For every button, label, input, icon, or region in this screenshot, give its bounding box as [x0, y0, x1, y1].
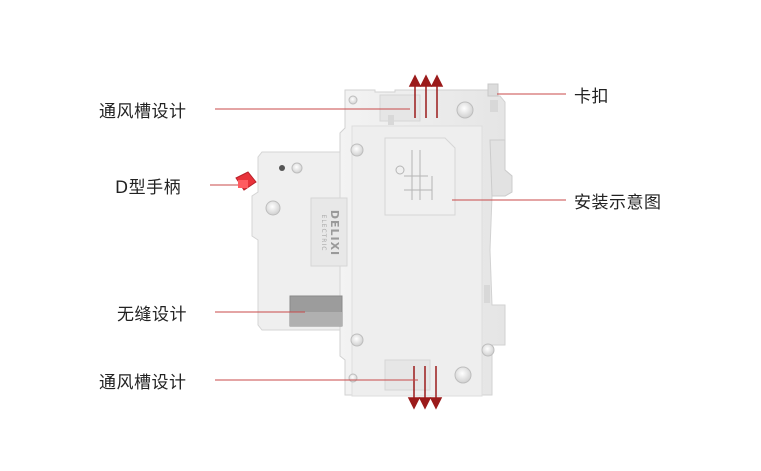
vent-label-top: 通风槽设计 — [99, 102, 187, 122]
installation-diagram-icon — [384, 137, 456, 216]
installation-diagram-label: 安装示意图 — [574, 193, 662, 213]
leader-lines — [210, 93, 566, 381]
handle-toggle-icon — [235, 171, 257, 191]
vent-down-arrows-icon — [407, 366, 443, 410]
brand-logo: DELIXI ELECTRIC — [320, 209, 341, 257]
clip-label: 卡扣 — [574, 87, 609, 107]
handle-housing — [251, 151, 341, 331]
din-clip — [487, 83, 499, 97]
screw-terminal-icon — [265, 95, 495, 384]
vent-up-arrows-icon — [408, 74, 444, 118]
handle-label: D型手柄 — [115, 178, 182, 198]
vent-label-bottom: 通风槽设计 — [99, 373, 187, 393]
seamless-label: 无缝设计 — [117, 305, 187, 325]
